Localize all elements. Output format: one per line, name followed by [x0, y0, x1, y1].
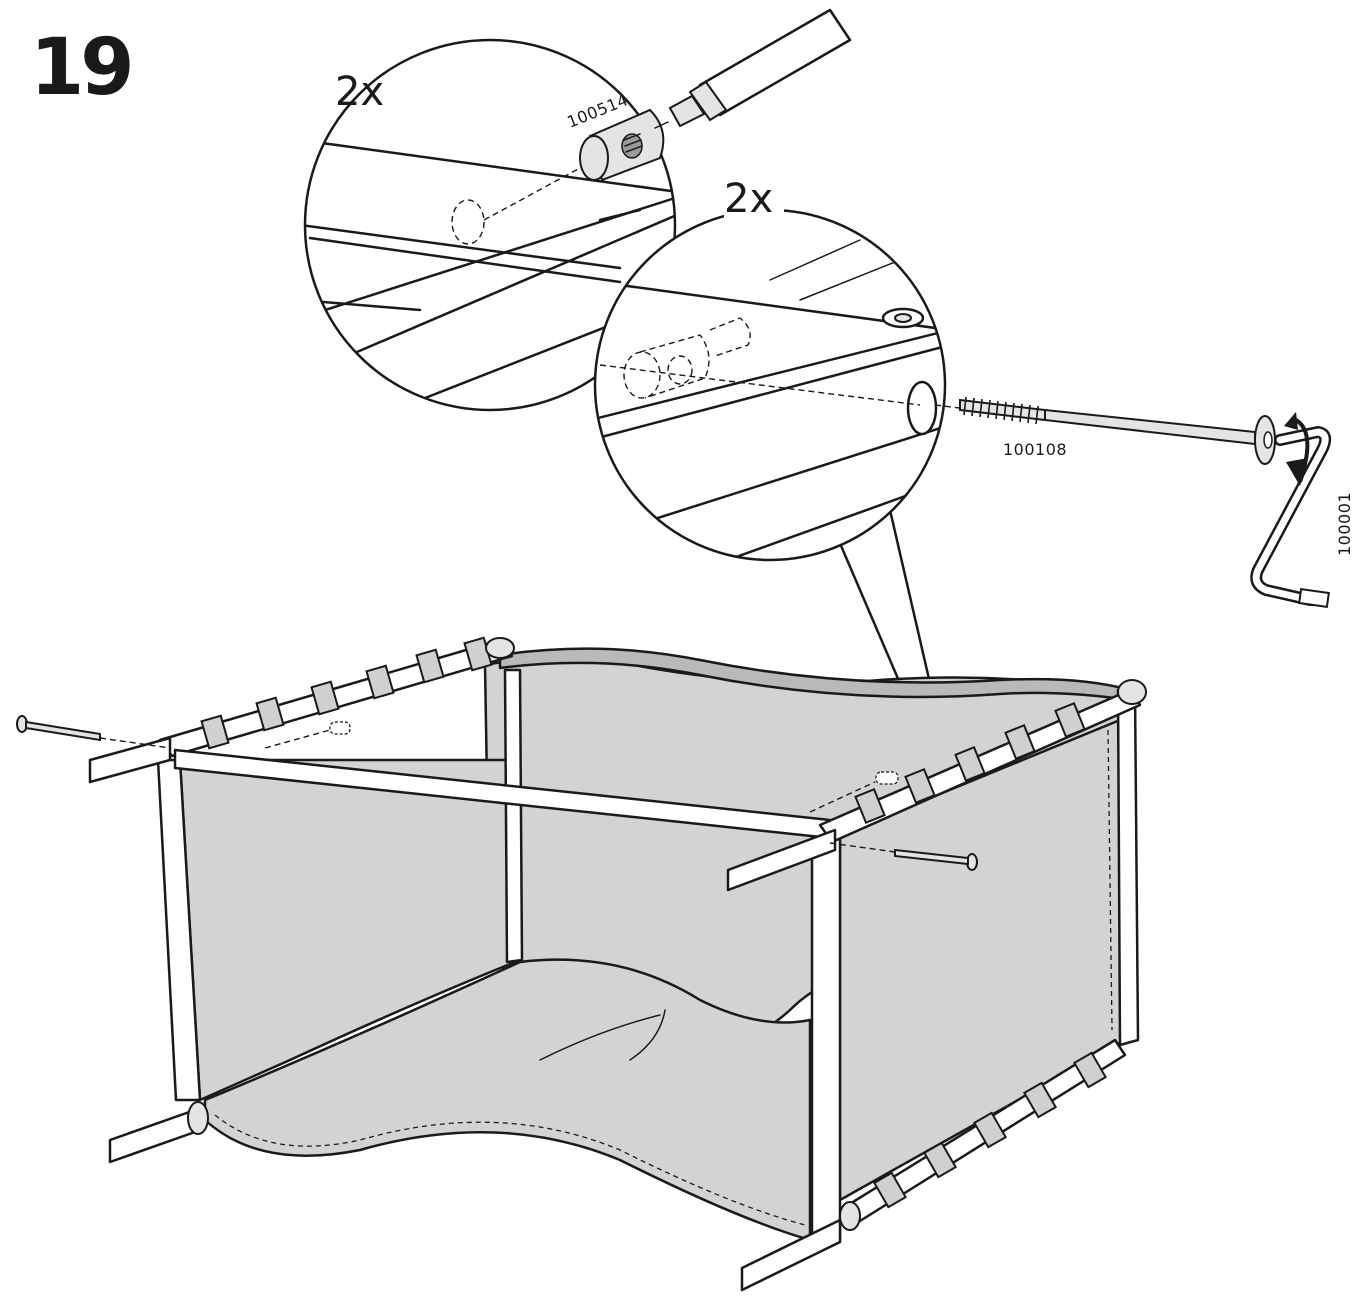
left-foot	[108, 1108, 197, 1164]
right-foot	[740, 1218, 842, 1292]
right-front-post	[810, 828, 842, 1242]
top-right-straps	[854, 701, 1086, 825]
left-front-post	[156, 758, 202, 1102]
hidden-barrel-nut-left	[264, 721, 351, 749]
step-number: 19	[30, 23, 131, 113]
top-left-straps	[200, 636, 493, 750]
quantity-upper: 2x	[335, 69, 384, 115]
callout-barrel-nut: 2x 100514	[303, 8, 852, 412]
part-number-allen-key: 100001	[1335, 492, 1354, 556]
bolt-right	[829, 842, 978, 871]
right-back-post	[1116, 688, 1140, 1047]
hidden-barrel-nut-right	[809, 771, 899, 813]
part-number-bolt: 100108	[1003, 440, 1067, 459]
barrel-nut-icon	[579, 108, 669, 182]
quantity-lower: 2x	[724, 176, 773, 222]
frame-assembly	[16, 636, 1147, 1292]
allen-key-icon	[1250, 426, 1332, 609]
frame-rail-closeup-lower	[595, 239, 945, 560]
right-rail-end	[726, 828, 837, 892]
left-back-post	[503, 668, 524, 964]
screwdriver-icon	[668, 8, 852, 128]
left-rail-end	[88, 736, 172, 784]
bottom-right-straps	[872, 1051, 1108, 1209]
bolt-left	[16, 715, 171, 749]
rotation-arrow-icon	[1284, 412, 1310, 486]
bolt-icon	[934, 396, 1276, 465]
